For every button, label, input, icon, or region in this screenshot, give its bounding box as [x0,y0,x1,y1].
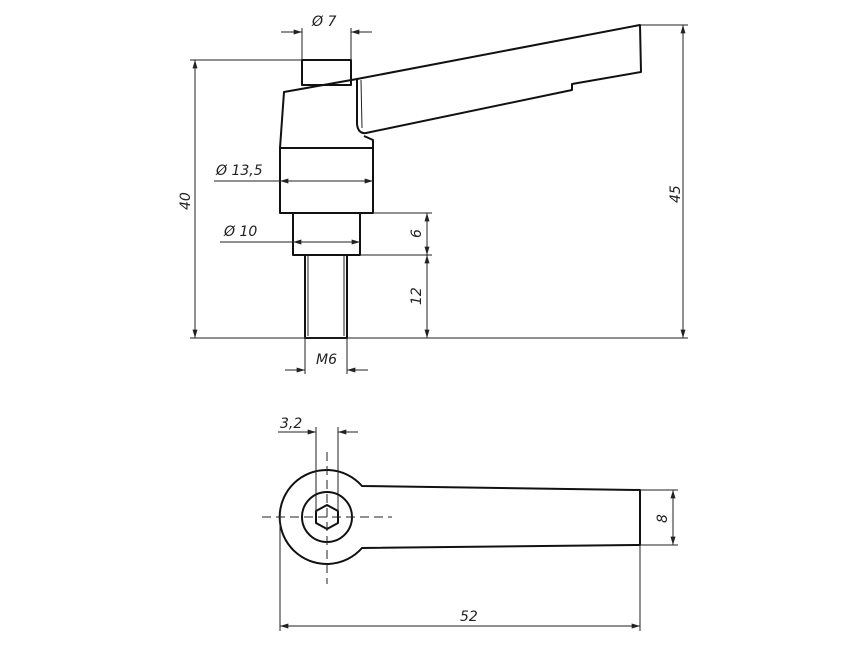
lever-hub [279,78,374,149]
dim-overall-height: 40 [178,192,194,210]
dim-collar-diameter: Ø 10 [223,224,257,240]
dim-lever-height: 45 [668,185,684,203]
lever-arm [356,24,642,135]
dim-body-diameter: Ø 13,5 [215,163,263,179]
lever-outline [278,469,641,565]
threaded-stud [304,254,348,339]
front-view: Ø 7 40 45 Ø 13,5 Ø 10 6 12 M6 [178,14,688,374]
dim-thread: M6 [316,352,337,368]
top-view: 3,2 8 52 [262,416,678,631]
dim-pin-diameter: Ø 7 [311,14,336,30]
dim-lever-width: 8 [655,514,671,523]
dim-collar-height: 6 [409,229,425,238]
dim-hex-socket: 3,2 [280,416,302,432]
dim-overall-length: 52 [460,609,478,625]
collar [292,212,361,256]
dim-thread-length: 12 [409,287,425,305]
